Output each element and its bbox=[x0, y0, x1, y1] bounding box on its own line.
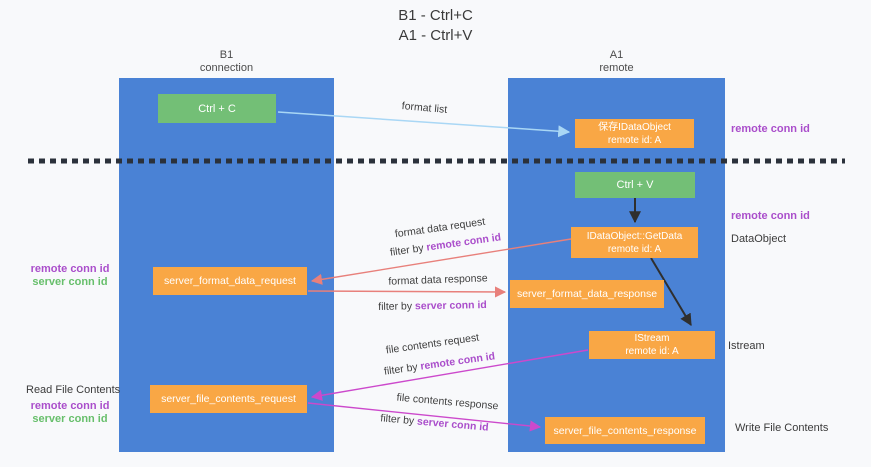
save-idataobject-line2: remote id: A bbox=[607, 134, 662, 146]
ctrl-v-label: Ctrl + V bbox=[616, 179, 654, 191]
idataobject-getdata-box: IDataObject::GetData remote id: A bbox=[571, 227, 698, 258]
istream-line1: IStream bbox=[634, 333, 670, 344]
server-conn-id-highlight: server conn id bbox=[414, 299, 487, 313]
getdata-line1: IDataObject::GetData bbox=[586, 230, 683, 242]
annotation-conn-ids-1: remote conn id server conn id bbox=[24, 263, 116, 289]
annotation-write-file-contents: Write File Contents bbox=[735, 422, 829, 434]
left-remote-conn-id-1: remote conn id bbox=[30, 263, 110, 275]
format-data-response-arrow bbox=[307, 286, 507, 298]
lane-b1-role: connection bbox=[199, 62, 254, 74]
save-idataobject-line1: 保存IDataObject bbox=[598, 121, 671, 133]
server-format-data-request-box: server_format_data_request bbox=[153, 267, 307, 295]
lane-a1-role: remote bbox=[599, 62, 634, 74]
page-title: B1 - Ctrl+C A1 - Ctrl+V bbox=[0, 6, 871, 46]
save-idataobject-box: 保存IDataObject remote id: A bbox=[575, 119, 694, 148]
server-file-contents-response-box: server_file_contents_response bbox=[545, 417, 705, 444]
server-format-data-response-box: server_format_data_response bbox=[510, 280, 664, 308]
lane-header-b1: B1 connection bbox=[119, 49, 334, 75]
lane-b1-name: B1 bbox=[219, 49, 234, 61]
server-format-data-response-label: server_format_data_response bbox=[516, 288, 658, 300]
title-line-1: B1 - Ctrl+C bbox=[398, 7, 473, 24]
getdata-line2: remote id: A bbox=[607, 243, 662, 255]
istream-line2: remote id: A bbox=[625, 346, 679, 357]
server-file-contents-request-label: server_file_contents_request bbox=[161, 393, 296, 405]
lane-header-a1: A1 remote bbox=[508, 49, 725, 75]
left-server-conn-id-1: server conn id bbox=[32, 276, 108, 288]
server-file-contents-request-box: server_file_contents_request bbox=[150, 385, 307, 413]
left-server-conn-id-2: server conn id bbox=[32, 413, 108, 425]
istream-box: IStream remote id: A bbox=[589, 331, 715, 359]
annotation-istream: Istream bbox=[728, 340, 765, 352]
file-contents-response-arrow bbox=[307, 402, 542, 432]
annotation-remote-conn-id-top: remote conn id bbox=[731, 123, 810, 135]
left-remote-conn-id-2: remote conn id bbox=[30, 400, 110, 412]
annotation-conn-ids-2: remote conn id server conn id bbox=[24, 400, 116, 426]
annotation-dataobject: DataObject bbox=[731, 233, 787, 245]
ctrl-c-box: Ctrl + C bbox=[158, 94, 276, 123]
server-file-contents-response-label: server_file_contents_response bbox=[553, 424, 697, 437]
lane-a1-name: A1 bbox=[609, 49, 624, 61]
format-list-arrow bbox=[277, 111, 571, 138]
getdata-to-istream-arrow bbox=[650, 257, 692, 327]
annotation-read-file-contents: Read File Contents bbox=[26, 384, 121, 396]
server-format-data-request-label: server_format_data_request bbox=[164, 275, 296, 287]
file-contents-request-arrow bbox=[310, 349, 589, 401]
ctrl-c-label: Ctrl + C bbox=[198, 102, 236, 115]
title-line-2: A1 - Ctrl+V bbox=[398, 27, 473, 44]
ctrl-v-box: Ctrl + V bbox=[575, 172, 695, 198]
annotation-remote-conn-id-mid: remote conn id bbox=[731, 210, 810, 222]
filter-by-text: filter by bbox=[378, 300, 416, 313]
format-data-request-arrow bbox=[310, 238, 572, 285]
